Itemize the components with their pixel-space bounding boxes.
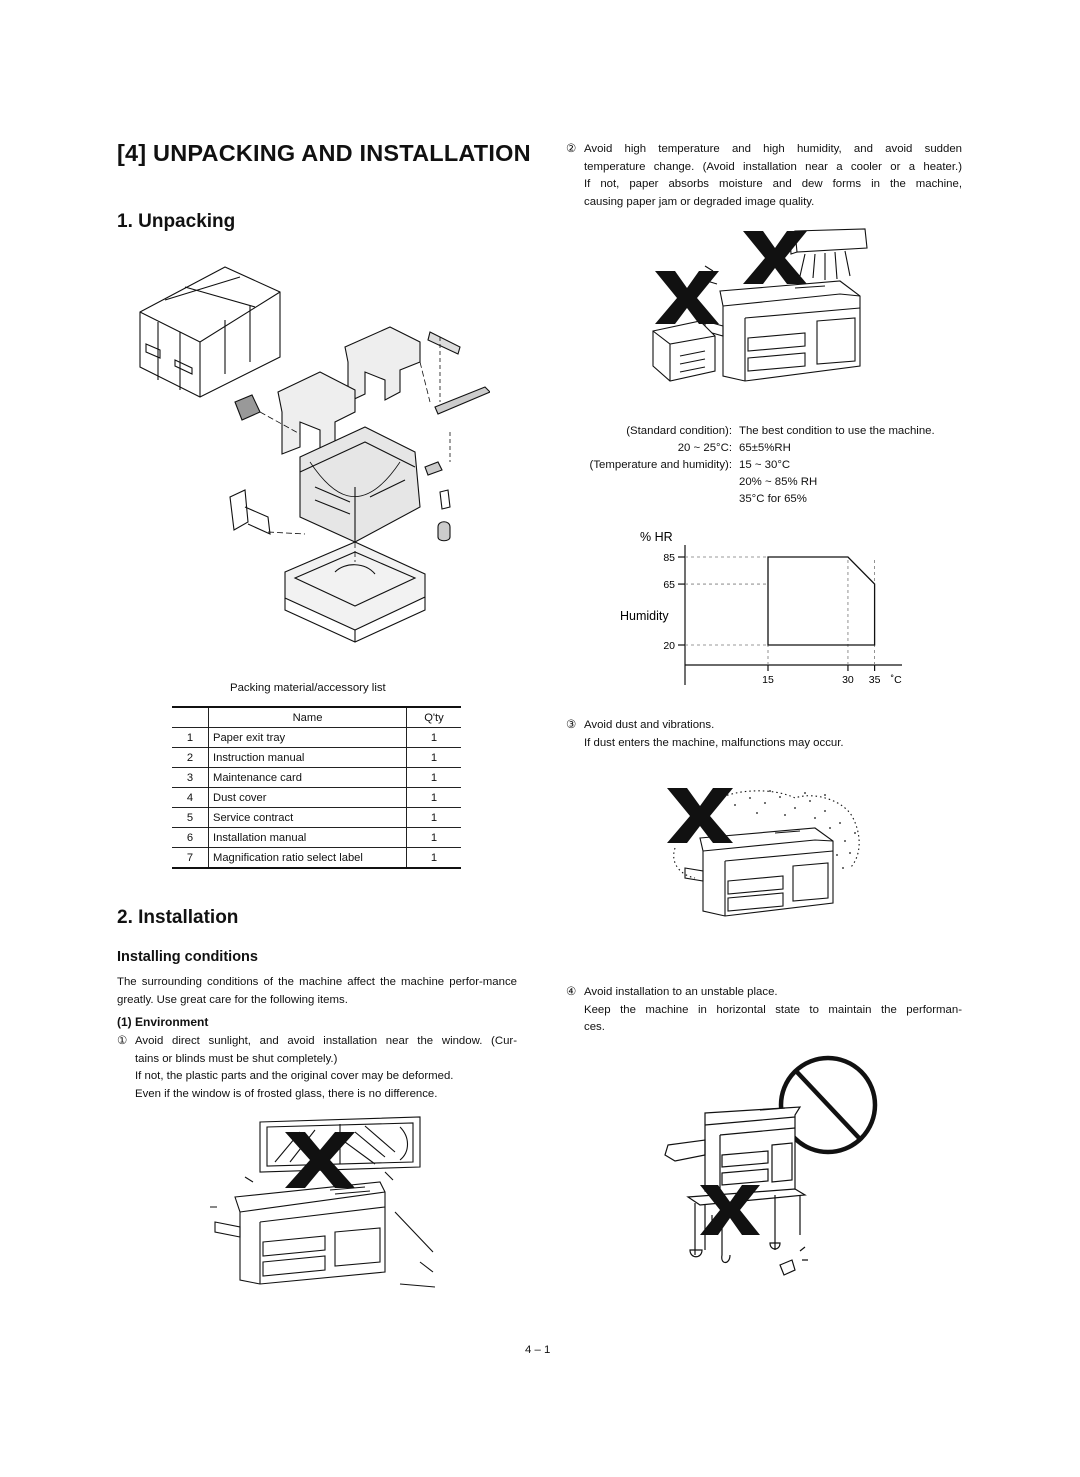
item-4-line2: Keep the machine in horizontal state to … [584,1003,962,1016]
item-3-line2: If dust enters the machine, malfunctions… [584,736,844,749]
chart-x-tick-label: 15 [762,674,774,686]
item-3-line1: Avoid dust and vibrations. [584,719,715,731]
row-no: 6 [172,827,209,848]
accessory-list-caption: Packing material/accessory list [230,682,386,694]
item-4-number: ④ [566,986,577,998]
row-no: 1 [172,727,209,748]
operating-region-area [767,556,876,646]
section-unpacking-title: 1. Unpacking [117,211,236,232]
item-1: ① Avoid direct sunlight, and avoid insta… [117,1033,517,1103]
temp-range-value: 15 ~ 30°C [739,459,791,471]
environment-title: (1) Environment [117,1015,209,1029]
section-installation-title: 2. Installation [117,907,239,928]
item-2-line3: If not, paper absorbs moisture and dew f… [584,178,962,190]
row-name: Magnification ratio select label [208,847,407,869]
chart-x-unit: ˚C [891,674,902,686]
row-qty: 1 [406,787,461,808]
table-header-row: Name Q'ty [172,706,461,728]
chart-ylabel: Humidity [620,609,669,623]
x-mark-icon [655,271,719,324]
x-mark-icon [667,788,733,843]
item-1-line3: If not, the plastic parts and the origin… [135,1070,454,1082]
x-mark-icon [285,1132,355,1188]
row-qty: 1 [406,727,461,748]
chart-y-tick-label: 20 [663,640,675,652]
page-title: [4] UNPACKING AND INSTALLATION [117,140,531,166]
sunlight-window-illustration [210,1116,435,1288]
row-qty: 1 [406,807,461,828]
item-3-number: ③ [566,719,577,731]
row-name: Service contract [208,807,407,828]
row-qty: 1 [406,847,461,869]
chart-y-tick-label: 85 [663,552,675,564]
standard-condition-value: The best condition to use the machine. [739,425,935,437]
chart-ylabel-top: % HR [640,530,673,544]
row-no: 4 [172,787,209,808]
header-name-cell: Name [208,706,407,728]
standard-humidity-value: 65±5%RH [739,442,791,454]
header-no-cell [172,706,209,728]
item-1-number: ① [117,1035,128,1047]
row-no: 2 [172,747,209,768]
row-qty: 1 [406,827,461,848]
row-name: Dust cover [208,787,407,808]
unstable-table-illustration [664,1055,878,1276]
item-4-line3: ces. [584,1021,605,1033]
row-qty: 1 [406,767,461,788]
dust-illustration [667,788,860,917]
row-no: 5 [172,807,209,828]
intro-text: The surrounding conditions of the machin… [117,976,517,1006]
chart-y-tick-label: 65 [663,579,675,591]
item-2-line1: Avoid high temperature and high humidity… [584,143,962,155]
row-name: Paper exit tray [208,727,407,748]
item-3: ③ Avoid dust and vibrations. If dust ent… [566,717,962,752]
item-1-line4: Even if the window is of frosted glass, … [135,1087,438,1100]
heater-cooler-illustration [652,228,868,382]
row-qty: 1 [406,747,461,768]
item-4-line1: Avoid installation to an unstable place. [584,986,778,998]
item-2-number: ② [566,143,577,155]
item-2-line2: temperature change. (Avoid installation … [584,160,962,173]
header-qty-cell: Q'ty [406,706,461,728]
row-no: 7 [172,847,209,869]
item-1-line1: Avoid direct sunlight, and avoid install… [135,1035,517,1047]
installing-conditions-title: Installing conditions [117,949,258,965]
chart-x-tick-label: 30 [842,674,854,686]
temp-note-value: 35°C for 65% [739,493,807,505]
chart-x-tick-label: 35 [869,674,881,686]
item-2: ② Avoid high temperature and high humidi… [566,141,962,211]
unpacking-exploded-illustration [139,266,490,643]
row-name: Instruction manual [208,747,407,768]
row-name: Maintenance card [208,767,407,788]
item-1-line2: tains or blinds must be shut completely.… [135,1052,338,1065]
page-number: 4 – 1 [525,1344,551,1356]
row-no: 3 [172,767,209,788]
row-name: Installation manual [208,827,407,848]
x-mark-icon [743,231,807,284]
x-mark-icon [700,1185,760,1235]
item-2-line4: causing paper jam or degraded image qual… [584,195,815,208]
intro-paragraph: The surrounding conditions of the machin… [117,974,517,1009]
humidity-range-value: 20% ~ 85% RH [739,476,818,488]
item-4: ④ Avoid installation to an unstable plac… [566,984,962,1037]
humidity-temperature-chart: % HR Humidity 20 65 85 15 30 35 ˚C [620,530,902,686]
